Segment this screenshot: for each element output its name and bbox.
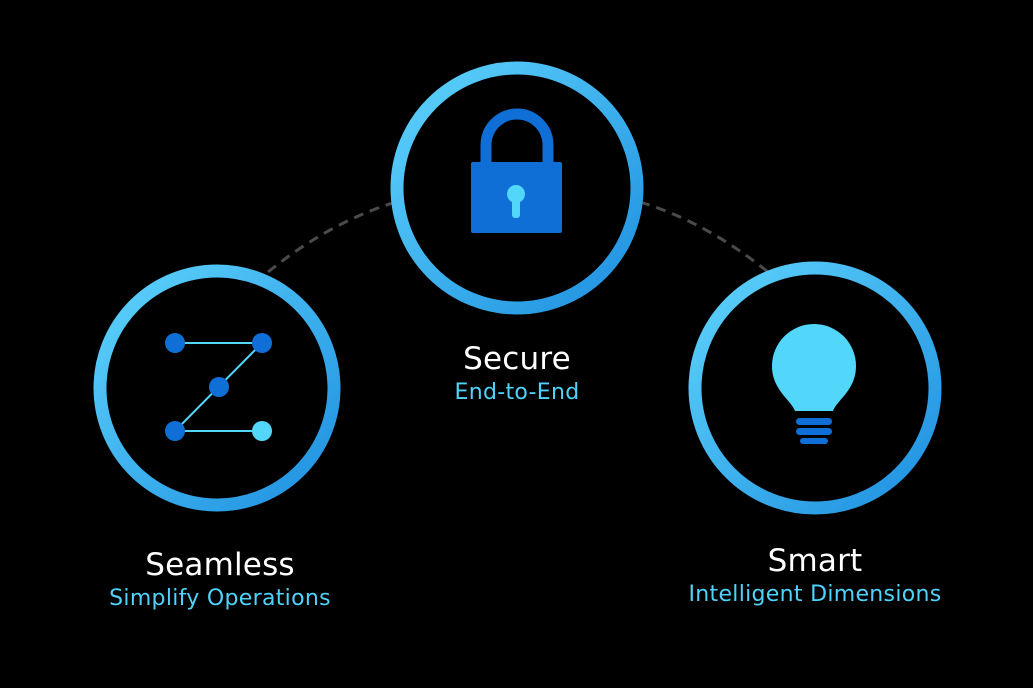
label-smart: Smart Intelligent Dimensions [689, 542, 942, 610]
ring-secure [390, 61, 644, 315]
node-seamless [93, 264, 341, 512]
label-seamless: Seamless Simplify Operations [109, 546, 331, 614]
node-smart [688, 261, 942, 515]
secure-subtitle: End-to-End [454, 380, 580, 405]
connector-right [639, 200, 769, 274]
z-network-icon [165, 333, 272, 441]
connector-left [267, 200, 397, 274]
seamless-subtitle: Simplify Operations [109, 586, 331, 611]
ring-smart [688, 261, 942, 515]
lock-icon [471, 108, 562, 233]
smart-subtitle: Intelligent Dimensions [688, 582, 942, 607]
label-secure: Secure End-to-End [455, 340, 580, 408]
smart-title: Smart [767, 543, 863, 579]
secure-title: Secure [463, 341, 571, 377]
seamless-title: Seamless [145, 547, 295, 583]
lightbulb-icon [772, 324, 856, 444]
node-secure [390, 61, 644, 315]
ring-seamless [93, 264, 341, 512]
